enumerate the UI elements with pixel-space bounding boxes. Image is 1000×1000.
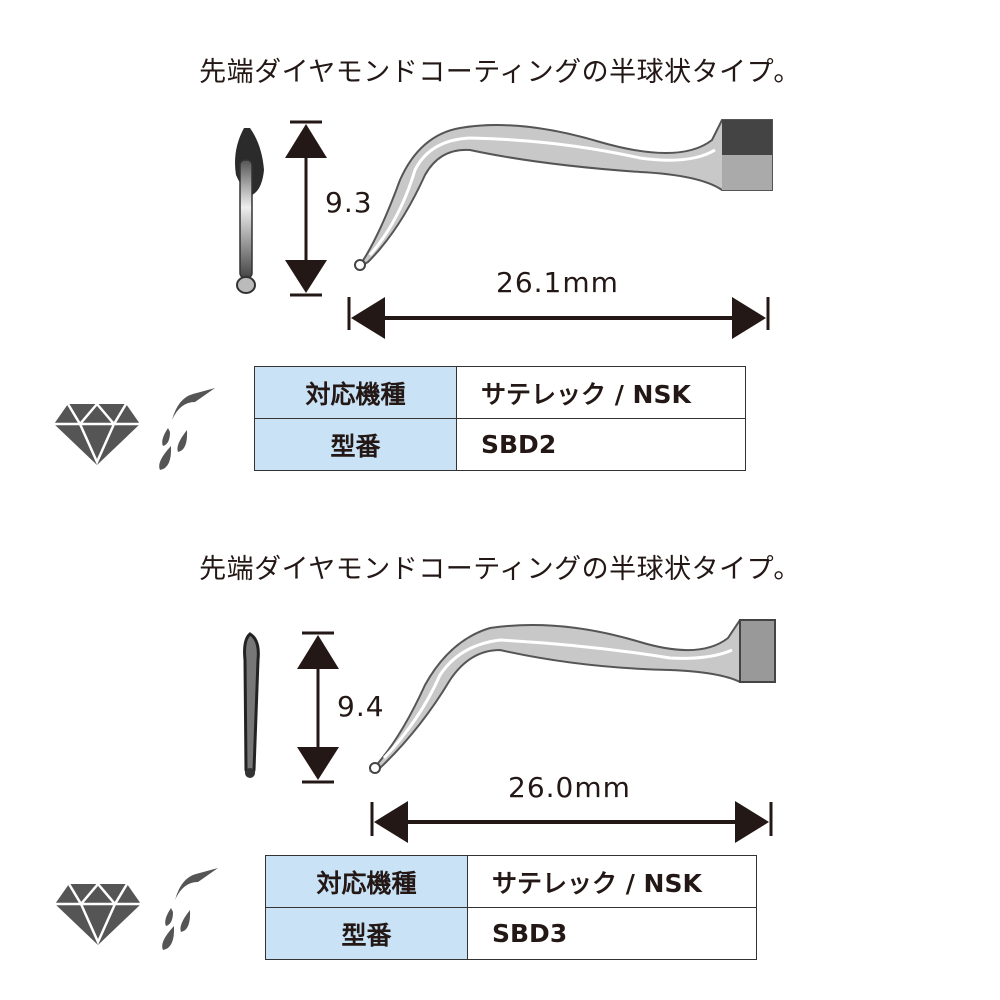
spec-value: サテレック / NSK <box>467 855 757 908</box>
height-label: 9.3 <box>325 186 373 219</box>
spec-key: 型番 <box>265 907 468 960</box>
spec-key: 対応機種 <box>254 366 457 419</box>
length-label: 26.1mm <box>496 266 619 299</box>
length-label: 26.0mm <box>508 771 631 804</box>
tip-front-view <box>354 119 773 271</box>
spec-table: 対応機種 サテレック / NSK 型番 SBD3 <box>265 855 757 960</box>
diamond-icon <box>55 882 141 946</box>
tip-side-view <box>243 632 260 778</box>
tip-front-view <box>368 619 776 774</box>
table-row: 型番 SBD3 <box>265 907 757 960</box>
water-drop-icon <box>162 868 218 950</box>
water-drop-icon <box>159 388 215 470</box>
length-dimension-arrow <box>370 801 773 843</box>
height-dimension-arrow <box>297 631 339 784</box>
product-title: 先端ダイヤモンドコーティングの半球状タイプ。 <box>199 554 801 585</box>
spec-value: サテレック / NSK <box>456 366 746 419</box>
spec-key: 対応機種 <box>265 855 468 908</box>
height-dimension-arrow <box>285 120 327 297</box>
tip-illustration-sbd2 <box>54 119 773 470</box>
spec-value: SBD3 <box>467 907 757 960</box>
spec-key: 型番 <box>254 418 457 471</box>
spec-table: 対応機種 サテレック / NSK 型番 SBD2 <box>254 366 746 471</box>
length-dimension-arrow <box>347 297 770 339</box>
spec-value: SBD2 <box>456 418 746 471</box>
table-row: 型番 SBD2 <box>254 418 746 471</box>
tip-illustration-sbd3 <box>55 619 776 950</box>
product-title: 先端ダイヤモンドコーティングの半球状タイプ。 <box>199 57 801 88</box>
table-row: 対応機種 サテレック / NSK <box>254 366 746 419</box>
height-label: 9.4 <box>337 690 385 723</box>
tip-side-view <box>235 128 264 294</box>
table-row: 対応機種 サテレック / NSK <box>265 855 757 908</box>
diamond-icon <box>54 402 140 466</box>
